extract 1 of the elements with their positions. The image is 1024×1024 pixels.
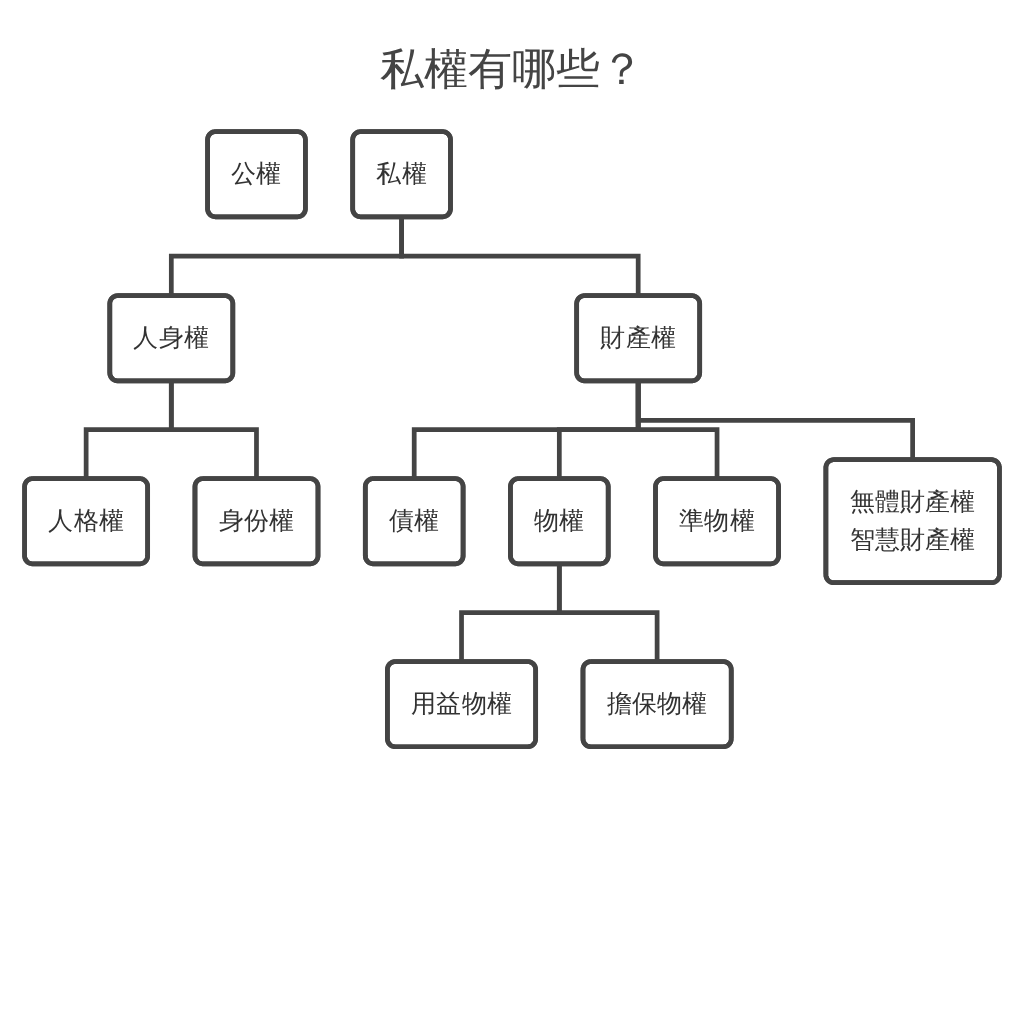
diagram-title: 私權有哪些？ xyxy=(379,42,645,96)
